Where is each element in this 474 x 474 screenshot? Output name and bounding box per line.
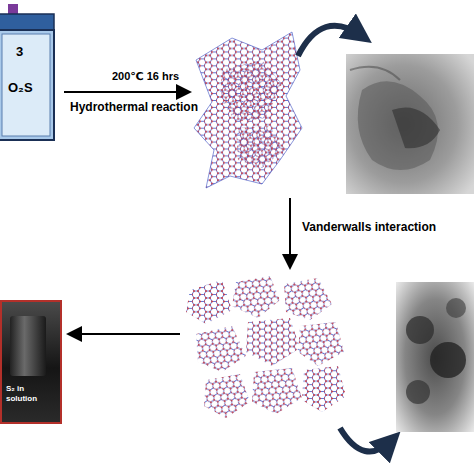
node-text: 3 xyxy=(16,44,23,59)
condition-label: 200℃ 16 hrs xyxy=(112,70,179,83)
beaker-shape xyxy=(0,4,58,144)
beaker-lid xyxy=(8,4,18,14)
reaction-vessel: 3O₂S xyxy=(0,4,58,144)
node-text: S₂ in solution xyxy=(6,384,46,403)
process-arrow xyxy=(289,198,291,266)
curved-arrow xyxy=(298,26,362,56)
tem-image xyxy=(396,282,474,432)
process-label: Hydrothermal reaction xyxy=(70,100,198,114)
beaker-body xyxy=(0,30,54,140)
process-label: Vanderwalls interaction xyxy=(302,220,436,234)
solution-photo: S₂ in solution xyxy=(0,300,62,424)
node-text: O₂S xyxy=(8,80,33,95)
vial-photo xyxy=(10,316,46,376)
curved-arrow xyxy=(340,428,392,452)
tem-image xyxy=(346,54,474,194)
beaker-liner xyxy=(2,34,50,136)
process-arrow xyxy=(70,333,180,335)
beaker-cap xyxy=(0,14,54,30)
process-arrow xyxy=(64,91,188,93)
aggregate-illustration xyxy=(186,276,346,418)
nanosheet-illustration xyxy=(194,32,302,188)
